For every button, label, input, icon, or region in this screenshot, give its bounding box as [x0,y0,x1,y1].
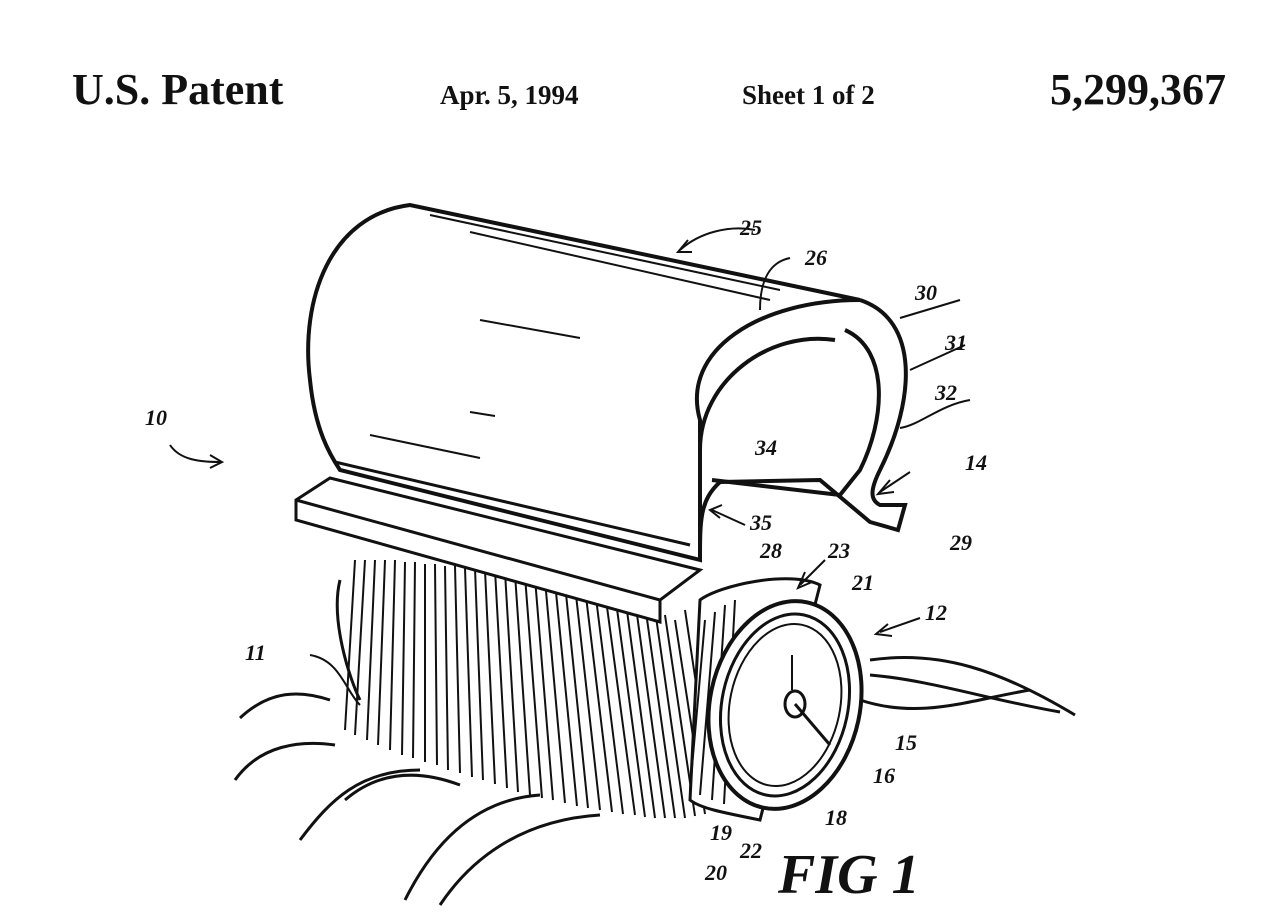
ref-10: 10 [145,405,167,430]
ref-20: 20 [704,860,727,885]
roll-end-disc [706,599,864,811]
patent-date: Apr. 5, 1994 [440,80,579,110]
clip-cover [306,202,908,563]
ref-12: 12 [925,600,947,625]
comb-base-plate [294,476,704,624]
ref-15: 15 [895,730,917,755]
ref-31: 31 [944,330,967,355]
ref-22: 22 [739,838,762,863]
ref-29: 29 [949,530,972,555]
leader-arrows [169,227,971,706]
figure-caption: FIG 1 [777,844,920,906]
ref-25: 25 [739,215,762,240]
ref-30: 30 [914,280,937,305]
patent-title: U.S. Patent [72,65,284,114]
ref-19: 19 [710,820,732,845]
ref-14: 14 [965,450,987,475]
ref-26: 26 [804,245,827,270]
ref-16: 16 [873,763,895,788]
comb-bristles [344,559,716,819]
ref-21: 21 [851,570,874,595]
hair-strands [233,579,1076,906]
ref-11: 11 [245,640,266,665]
ref-28: 28 [759,538,782,563]
ref-23: 23 [827,538,850,563]
reference-numerals: 10 11 12 14 15 16 18 19 20 21 22 23 25 2… [145,215,987,885]
ref-34: 34 [754,435,777,460]
ref-35: 35 [749,510,772,535]
ref-32: 32 [934,380,957,405]
patent-number: 5,299,367 [1050,65,1226,114]
ref-18: 18 [825,805,847,830]
sheet-indicator: Sheet 1 of 2 [742,80,875,110]
